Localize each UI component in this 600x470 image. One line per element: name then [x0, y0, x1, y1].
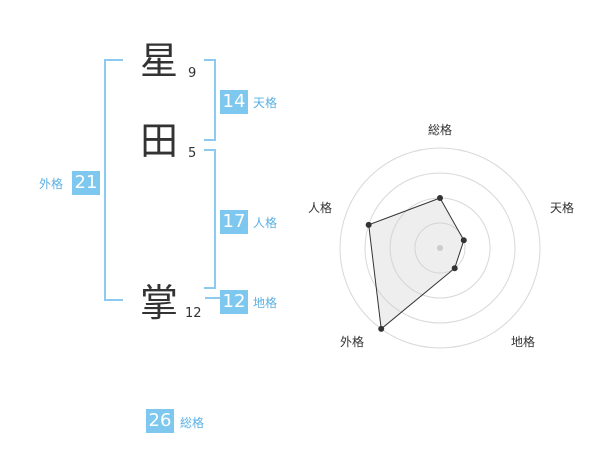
radar-ring [339, 147, 541, 349]
chikaku-connector [205, 297, 221, 299]
gaikaku-bracket [104, 59, 123, 301]
name-char-3: 掌 [140, 281, 179, 325]
radar-point-1 [460, 237, 467, 244]
stroke-count-3: 12 [185, 306, 202, 321]
radar-series-polygon [368, 197, 465, 330]
chikaku-value: 12 [220, 290, 248, 314]
chikaku-label: 地格 [253, 296, 278, 310]
radar-axis-label-gaikaku: 外格 [340, 335, 365, 349]
radar-point-0 [437, 195, 443, 201]
radar-axis-label-jinkaku: 人格 [308, 201, 333, 215]
jinkaku-value: 17 [220, 210, 248, 234]
radar-ring [364, 172, 516, 324]
radar-point-4 [365, 221, 372, 228]
soukaku-value: 26 [146, 409, 174, 433]
tenkaku-value: 14 [220, 90, 248, 114]
gaikaku-label: 外格 [39, 177, 64, 191]
jinkaku-label: 人格 [253, 216, 278, 230]
tenkaku-label: 天格 [253, 96, 278, 110]
stroke-count-1: 9 [188, 66, 197, 81]
jinkaku-bracket [204, 149, 216, 289]
tenkaku-bracket [204, 59, 216, 141]
name-char-2: 田 [140, 119, 179, 163]
radar-point-3 [378, 325, 385, 332]
soukaku-label: 総格 [180, 416, 205, 430]
radar-point-2 [451, 265, 458, 272]
radar-ring [414, 222, 466, 274]
gaikaku-value: 21 [72, 171, 100, 195]
name-char-1: 星 [140, 39, 179, 83]
radar-axis-label-soukaku: 総格 [428, 123, 453, 137]
radar-center-dot [437, 245, 443, 251]
stroke-count-2: 5 [188, 146, 197, 161]
radar-axis-label-chikaku: 地格 [511, 335, 536, 349]
radar-axis-label-tenkaku: 天格 [550, 201, 575, 215]
